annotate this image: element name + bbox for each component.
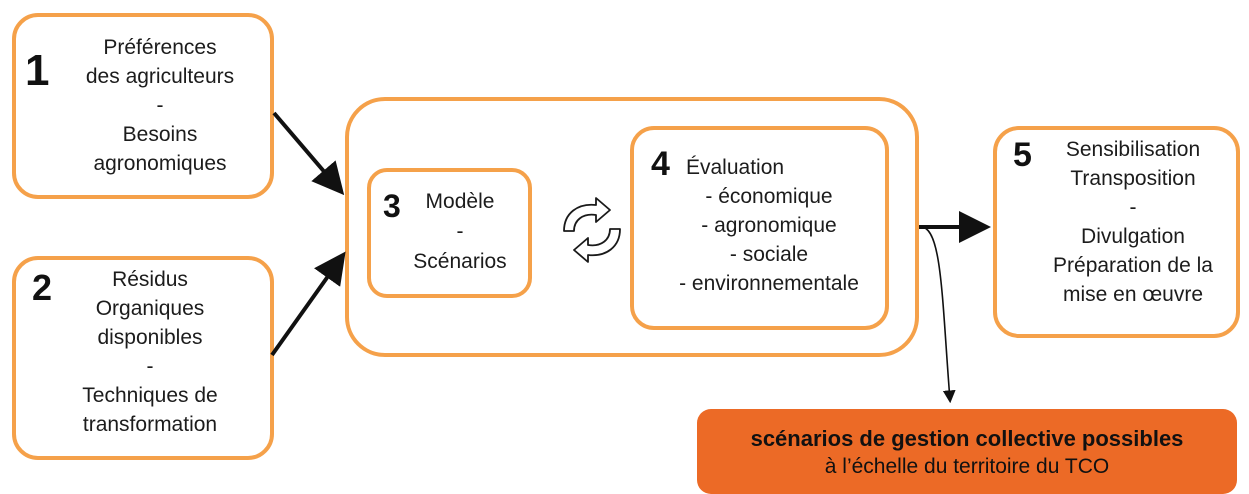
box3-line: - [456, 220, 464, 243]
arrow-container-to-result [920, 226, 956, 404]
box1-line: agronomiques [93, 152, 227, 175]
box-organic-residues [12, 256, 274, 460]
step-number-3: 3 [383, 188, 401, 224]
box5-line: - [1129, 196, 1137, 219]
box2-line: - [146, 355, 154, 378]
step-number-5: 5 [1013, 136, 1032, 174]
box5-line: mise en œuvre [1062, 283, 1204, 306]
result-subtitle: à l’échelle du territoire du TCO [824, 455, 1110, 478]
box2-line: disponibles [97, 326, 203, 349]
box4-line: - économique [705, 185, 833, 208]
box-evaluation [630, 126, 889, 330]
box2-line: Résidus [112, 268, 188, 291]
box5-line: Transposition [1070, 167, 1196, 190]
box5-line: Sensibilisation [1065, 138, 1201, 161]
step-number-1: 1 [25, 46, 50, 95]
box4-line: Évaluation [686, 156, 785, 179]
box4-line: - environnementale [679, 272, 859, 295]
box-farmer-preferences [12, 13, 274, 199]
box4-line: - sociale [729, 243, 809, 266]
box3-line: Scénarios [413, 250, 507, 273]
result-collective-scenarios-box: scénarios de gestion collective possible… [697, 409, 1237, 494]
box1-line: des agriculteurs [85, 65, 235, 88]
box5-line: Divulgation [1081, 225, 1185, 248]
arrow-box1-to-container [272, 111, 345, 196]
box5-text: Sensibilisation Transposition - Divulgat… [1035, 135, 1231, 309]
step-number-4: 4 [651, 145, 670, 183]
box2-line: Techniques de [82, 384, 218, 407]
box1-line: Besoins [122, 123, 198, 146]
box3-line: Modèle [425, 190, 495, 213]
box1-text: Préférences des agriculteurs - Besoins a… [60, 33, 260, 178]
box3-text: Modèle - Scénarios [395, 187, 525, 277]
box4-line: - agronomique [701, 214, 837, 237]
step-number-2: 2 [32, 267, 53, 308]
box2-text: Résidus Organiques disponibles - Techniq… [40, 265, 260, 439]
arrow-box2-to-container [270, 251, 346, 357]
box2-line: transformation [82, 413, 218, 436]
box5-line: Préparation de la [1053, 254, 1213, 277]
box2-line: Organiques [95, 297, 205, 320]
box1-line: Préférences [103, 36, 217, 59]
box1-line: - [156, 94, 164, 117]
box-model-scenarios [367, 168, 532, 298]
refresh-cycle-icon [563, 197, 621, 263]
box-awareness-dissemination [993, 126, 1240, 338]
result-title: scénarios de gestion collective possible… [750, 426, 1184, 451]
box4-text: Évaluation - économique - agronomique - … [652, 153, 886, 298]
